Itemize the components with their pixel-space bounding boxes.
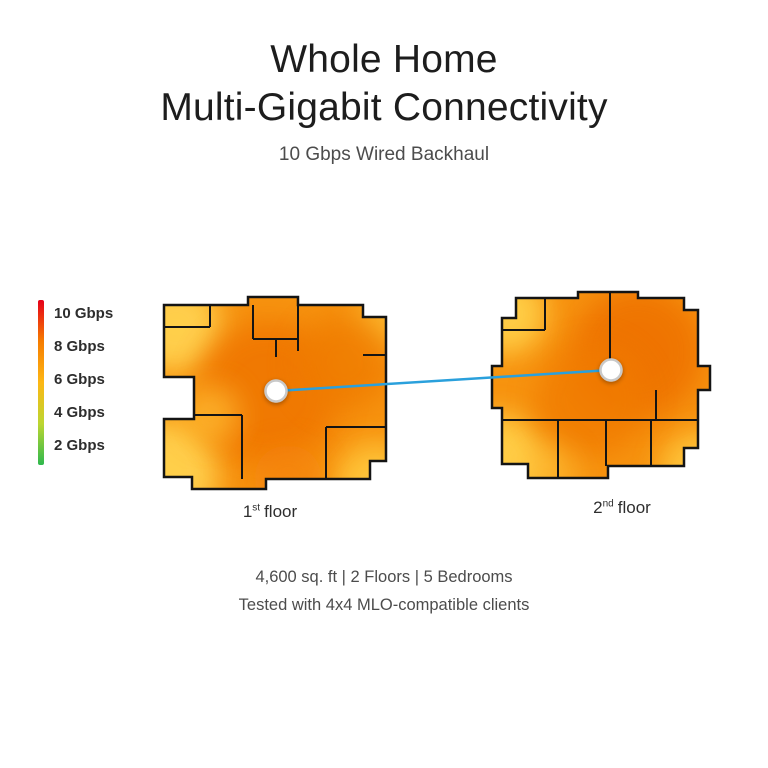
floor-2-ordinal-suffix: nd [602, 498, 614, 510]
footer-test-note: Tested with 4x4 MLO-compatible clients [238, 596, 530, 614]
floor1-heatmap-layer [164, 297, 386, 489]
page-title-line1: Whole Home [270, 38, 498, 81]
legend-label-2gbps: 2 Gbps [54, 437, 105, 454]
floor2-heatmap-layer [492, 292, 710, 478]
floor-1-ordinal-suffix: st [252, 502, 261, 514]
page-title-line2: Multi-Gigabit Connectivity [160, 86, 608, 129]
floor-1-number: 1 [242, 502, 253, 521]
legend-label-6gbps: 6 Gbps [54, 371, 105, 388]
floor-2-word: floor [617, 498, 651, 517]
legend-gradient-bar [38, 300, 44, 465]
legend-label-8gbps: 8 Gbps [54, 338, 105, 355]
legend-label-4gbps: 4 Gbps [54, 404, 105, 421]
page-title: Whole Home Multi-Gigabit Connectivity [0, 36, 768, 132]
legend-gradient-rect [38, 300, 44, 465]
floor-2-number: 2 [593, 498, 603, 517]
floor2-interior-walls [502, 292, 698, 478]
legend: 10 Gbps 8 Gbps 6 Gbps 4 Gbps 2 Gbps [54, 306, 113, 454]
legend-label-10gbps: 10 Gbps [54, 305, 114, 322]
floorplan-1 [162, 295, 388, 491]
footer-specs: 4,600 sq. ft | 2 Floors | 5 Bedrooms [255, 568, 513, 586]
floorplan-2 [490, 290, 712, 480]
floor1-interior-walls [164, 297, 386, 479]
subtitle: 10 Gbps Wired Backhaul [278, 144, 490, 165]
floor-1-word: floor [264, 502, 298, 521]
